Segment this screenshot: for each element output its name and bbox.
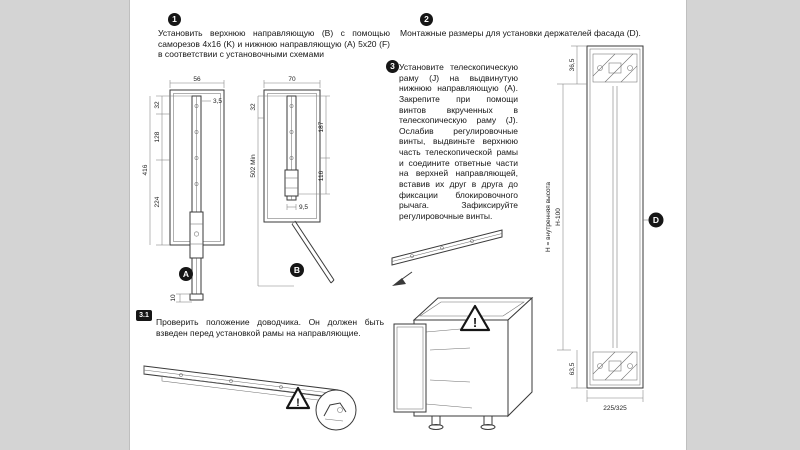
telescopic-rail: [391, 229, 503, 266]
panel-b-outline: [263, 89, 321, 223]
drawing-frame-install: !: [391, 229, 534, 430]
holder-bracket-bottom: [592, 351, 638, 381]
dim-d-width: 225/325: [603, 405, 627, 412]
part-badge-d: D: [643, 212, 664, 228]
drawing-a-mounting-scheme: 56 3,5 32 128 224 416 10 A: [142, 76, 225, 303]
dim-a-bottom: 10: [170, 294, 177, 302]
detail-callout-circle: [315, 389, 357, 431]
warning-triangle-frame: !: [459, 304, 491, 332]
dim-a-overall: 416: [142, 164, 149, 175]
step-1-text: Установить верхнюю направляющую (B) с по…: [158, 28, 390, 60]
part-label-a: A: [183, 269, 189, 279]
dim-d-height: H-100: [555, 208, 562, 226]
dim-a-lower: 224: [154, 196, 161, 207]
dim-a-mid: 128: [154, 131, 161, 142]
dim-a-top: 32: [154, 101, 161, 109]
dim-d-bottom: 63,5: [569, 362, 576, 375]
rail-perspective: [143, 365, 339, 402]
part-label-d: D: [653, 215, 659, 225]
page-margin-left: [0, 0, 130, 450]
cabinet-box: [412, 296, 534, 418]
dim-d-top: 36,5: [569, 58, 576, 71]
rail-a: [189, 95, 204, 301]
step-1-badge: 1: [168, 13, 181, 26]
step-3-1-badge: 3.1: [136, 310, 152, 321]
dim-a-hole-offset: 3,5: [213, 98, 222, 105]
part-badge-a: A: [179, 267, 193, 281]
drawing-d-facade-dimensions: 36,5 H-100 Н = внутренняя высота 63,5 22…: [545, 45, 664, 412]
page-margin-right: [686, 0, 800, 450]
dim-b-width: 70: [288, 76, 296, 83]
holder-bracket-top: [592, 53, 638, 83]
dim-b-upper: 187: [318, 121, 325, 132]
step-2-badge: 2: [420, 13, 433, 26]
dim-b-min-height: 502 Min: [250, 154, 257, 178]
step-3-1-text: Проверить положение доводчика. Он должен…: [156, 317, 384, 338]
warning-mark-frame: !: [473, 315, 477, 330]
drawing-b-mounting-scheme: 70 32 502 Min 187 116 9,5 B: [250, 76, 335, 287]
mount-direction-arrow: [392, 271, 413, 286]
part-label-b: B: [294, 265, 300, 275]
adjustable-feet: [428, 415, 496, 430]
dim-b-top: 32: [250, 103, 257, 111]
dimension-lines-a: 56 3,5 32 128 224 416 10: [142, 76, 225, 303]
rail-b: [284, 95, 299, 201]
warning-triangle-damper: !: [285, 386, 311, 410]
facade-panel: [586, 45, 644, 389]
drawer-pulled-out: [393, 323, 473, 413]
dimension-lines-b: 70 32 502 Min 187 116 9,5: [250, 76, 330, 287]
note-d-height: Н = внутренняя высота: [545, 182, 552, 252]
dimension-lines-d: 36,5 H-100 Н = внутренняя высота 63,5 22…: [545, 45, 644, 412]
step-3-badge: 3: [386, 60, 399, 73]
part-badge-b: B: [290, 263, 304, 277]
dim-b-offset: 9,5: [299, 204, 308, 211]
step-3-text: Установите телескопическую раму (J) на в…: [399, 62, 518, 221]
step-2-text: Монтажные размеры для установки держател…: [400, 28, 641, 38]
rail-b-pulled-out: [291, 220, 335, 284]
dim-a-width: 56: [193, 76, 201, 83]
warning-mark-damper: !: [296, 397, 300, 409]
dim-b-lower: 116: [318, 170, 325, 181]
drawing-damper-check: !: [143, 365, 357, 431]
